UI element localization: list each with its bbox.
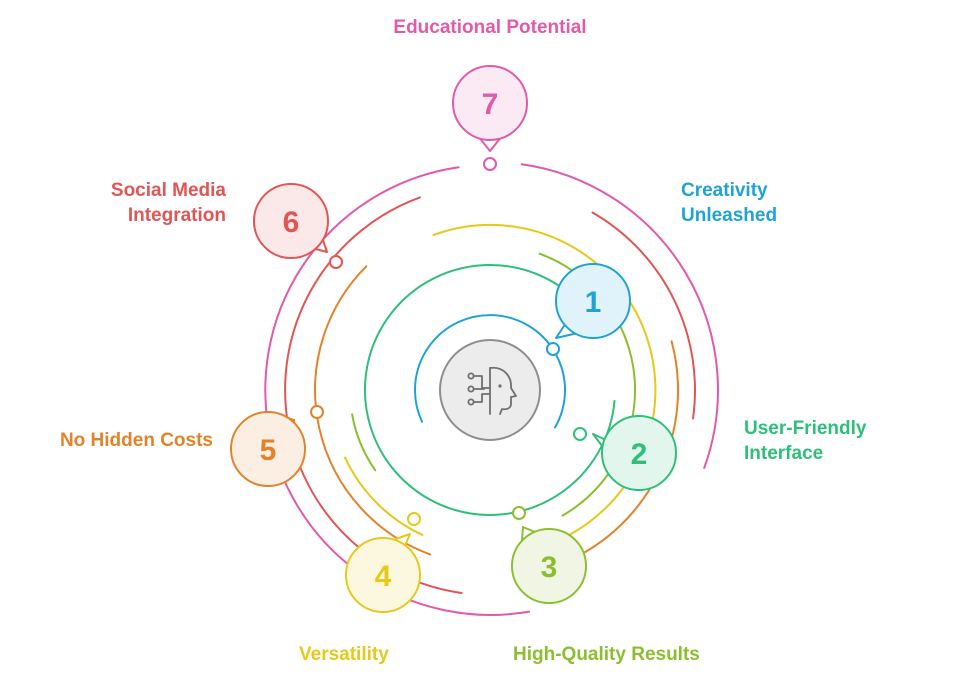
hub-group [439, 339, 541, 441]
step-4-number: 4 [375, 560, 392, 593]
circuit-node [467, 398, 475, 406]
label-line: Unleashed [681, 205, 778, 226]
step-6-bubble [253, 183, 329, 259]
label-line: High-Quality Results [513, 644, 700, 665]
step-7-bubble [452, 65, 528, 141]
step-4-bubble-fill [347, 539, 419, 611]
label-line: No Hidden Costs [59, 430, 213, 451]
step-1-number: 1 [585, 286, 602, 319]
step-5-ring-dot [310, 405, 324, 419]
label-line: Versatility [299, 644, 389, 665]
label-line: Interface [744, 443, 824, 464]
ring-arc-1 [414, 314, 566, 429]
step-2-ring-dot [573, 427, 587, 441]
step-7-bubble-fill [454, 67, 526, 139]
step-2-bubble-fill [603, 417, 675, 489]
label-high-quality-results: High-Quality Results [513, 642, 700, 667]
ring-arc-3 [538, 252, 575, 273]
label-educational-potential: Educational Potential [340, 15, 640, 40]
ai-head-circuit-icon [467, 366, 517, 415]
ring-arc-6 [591, 211, 696, 420]
step-3-group: 3 [511, 506, 587, 604]
step-3-bubble [511, 528, 587, 604]
label-no-hidden-costs: No Hidden Costs [60, 428, 213, 453]
step-1-ring-dot [546, 342, 560, 356]
ring-arc-7 [520, 163, 719, 469]
step-6-bubble-fill [255, 185, 327, 257]
step-1-bubble-fill [557, 265, 629, 337]
label-line: Social Media [110, 180, 226, 201]
label-line: User-Friendly [744, 418, 867, 439]
step-2-bubble [601, 415, 677, 491]
label-line: Educational Potential [393, 17, 587, 38]
ring-arc-5 [314, 265, 432, 556]
ring-arc-3 [351, 413, 377, 472]
circuit-node [467, 372, 475, 380]
step-7-number: 7 [482, 88, 499, 121]
step-3-number: 3 [541, 551, 558, 584]
circuit-line-bottom [472, 393, 491, 403]
label-user-friendly-interface: User-Friendly Interface [744, 416, 866, 466]
step-5-bubble [230, 411, 306, 487]
label-line: Integration [127, 205, 226, 226]
label-versatility: Versatility [299, 642, 389, 667]
step-7-group: 7 [452, 65, 528, 171]
circuit-node [467, 385, 475, 393]
step-1-bubble [555, 263, 631, 339]
ring-arc-2 [363, 263, 616, 516]
step-6-ring-dot [329, 255, 343, 269]
step-7-ring-dot [483, 157, 497, 171]
step-4-ring-dot [407, 512, 421, 526]
step-5-number: 5 [260, 434, 277, 467]
head-profile-line [489, 366, 517, 415]
step-3-ring-dot [512, 506, 526, 520]
label-creativity-unleashed: Creativity Unleashed [681, 178, 777, 228]
step-6-group: 6 [253, 183, 343, 269]
label-social-media-integration: Social Media Integration [111, 178, 226, 228]
step-5-group: 5 [230, 405, 324, 487]
step-2-number: 2 [631, 438, 648, 471]
ring-arc-4 [432, 223, 657, 551]
step-6-number: 6 [283, 206, 300, 239]
step-4-bubble [345, 537, 421, 613]
step-4-group: 4 [345, 512, 421, 613]
step-3-bubble-fill [513, 530, 585, 602]
head-eye [498, 384, 502, 388]
ring-arc-6 [284, 196, 463, 594]
label-line: Creativity [681, 180, 768, 201]
step-2-group: 2 [573, 415, 677, 491]
step-1-group: 1 [546, 263, 631, 356]
circuit-line-top [472, 375, 491, 389]
ring-arc-4 [344, 456, 424, 536]
step-5-bubble-fill [232, 413, 304, 485]
